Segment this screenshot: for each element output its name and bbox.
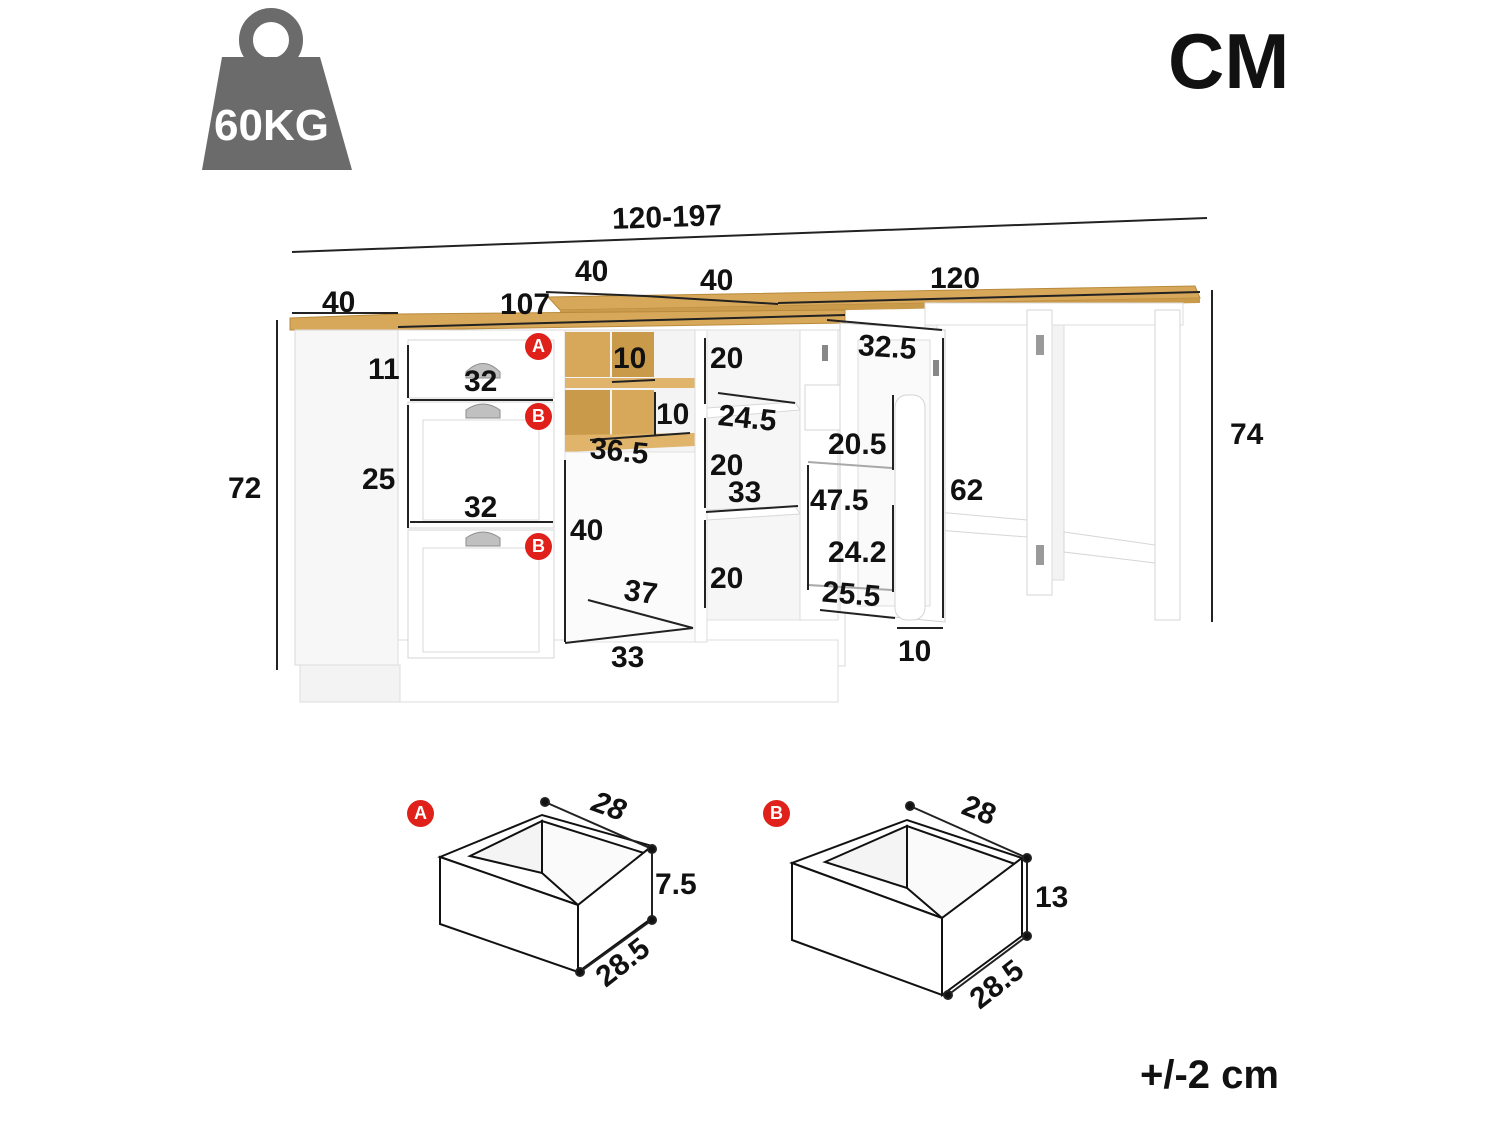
weight-icon — [202, 8, 352, 170]
dim-door-lower-width: 25.5 — [820, 575, 882, 614]
dim-shelf-mid-height: 20 — [710, 449, 744, 482]
dim-open-height: 40 — [570, 514, 604, 547]
drawer-a-marker: A — [407, 800, 434, 827]
dim-drawer-a-width: 32 — [464, 365, 498, 398]
dim-rotating-depth: 40 — [575, 255, 609, 288]
dim-door-depth: 10 — [898, 635, 932, 668]
marker-a: A — [525, 333, 552, 360]
dim-desk-height: 74 — [1230, 418, 1264, 451]
dim-door-lower-height: 24.2 — [828, 536, 887, 569]
weight-label: 60KG — [214, 101, 329, 150]
dim-door-height: 62 — [950, 474, 984, 507]
dim-cabinet-height: 72 — [228, 472, 262, 505]
dimension-lines — [276, 217, 1213, 670]
dim-cube-depth: 36.5 — [588, 432, 651, 471]
dim-drawer-b-width: 32 — [464, 491, 498, 524]
dim-shelf-top-depth: 24.5 — [716, 399, 779, 438]
marker-b-lower: B — [525, 533, 552, 560]
dim-door-rack-height: 20.5 — [828, 428, 887, 461]
dim-drawer-b-height: 25 — [362, 463, 396, 496]
dim-door-inner-height: 47.5 — [810, 484, 869, 517]
dim-shelf-bottom-height: 20 — [710, 562, 744, 595]
dim-open-width: 33 — [611, 641, 645, 674]
drawer-b-illustration — [789, 818, 1025, 997]
drawer-a-dims — [540, 797, 657, 977]
unit-label: CM — [1168, 17, 1290, 105]
dim-cube-height: 10 — [656, 398, 690, 431]
marker-b-upper: B — [525, 403, 552, 430]
drawer-b-height: 13 — [1035, 881, 1069, 914]
dim-shelf-mid-width: 33 — [728, 476, 762, 509]
drawer-b-marker: B — [763, 800, 790, 827]
dim-cabinet-length: 107 — [500, 288, 551, 321]
dim-drawer-a-height: 11 — [368, 353, 400, 386]
tolerance-label: +/-2 cm — [1140, 1053, 1279, 1097]
dim-total-length: 120-197 — [611, 199, 723, 236]
dim-desk-depth: 40 — [700, 264, 734, 297]
drawer-a-height: 7.5 — [655, 868, 697, 901]
cabinet-body — [289, 309, 946, 703]
dim-left-depth: 40 — [322, 286, 356, 319]
dim-door-width: 32.5 — [856, 329, 918, 366]
dim-desk-length: 120 — [930, 262, 981, 295]
dim-shelf-top-height: 20 — [710, 342, 744, 375]
dim-open-diag: 37 — [621, 573, 660, 612]
drawer-b-dims — [905, 801, 1032, 1000]
dim-cube-width: 10 — [613, 342, 647, 375]
